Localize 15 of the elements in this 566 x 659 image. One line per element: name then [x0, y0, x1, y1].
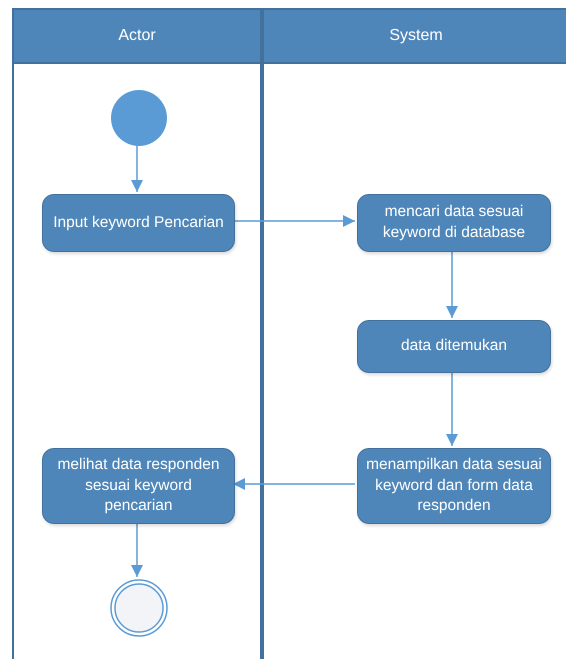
- action-box: mencari data sesuai keyword di database: [357, 194, 551, 252]
- lane-header: Actor: [14, 10, 260, 64]
- swimlane: [262, 8, 566, 659]
- arrow: [131, 145, 143, 192]
- arrow: [446, 250, 458, 318]
- arrow: [446, 371, 458, 446]
- action-box: Input keyword Pencarian: [42, 194, 235, 252]
- lane-header: System: [264, 10, 566, 64]
- swimlane: [12, 8, 262, 659]
- arrow: [233, 215, 355, 227]
- action-box: menampilkan data sesuai keyword dan form data responden: [357, 448, 551, 524]
- arrow: [131, 522, 143, 577]
- action-box: data ditemukan: [357, 320, 551, 373]
- action-box: melihat data responden sesuai keyword pencarian: [42, 448, 235, 524]
- arrow: [233, 478, 355, 490]
